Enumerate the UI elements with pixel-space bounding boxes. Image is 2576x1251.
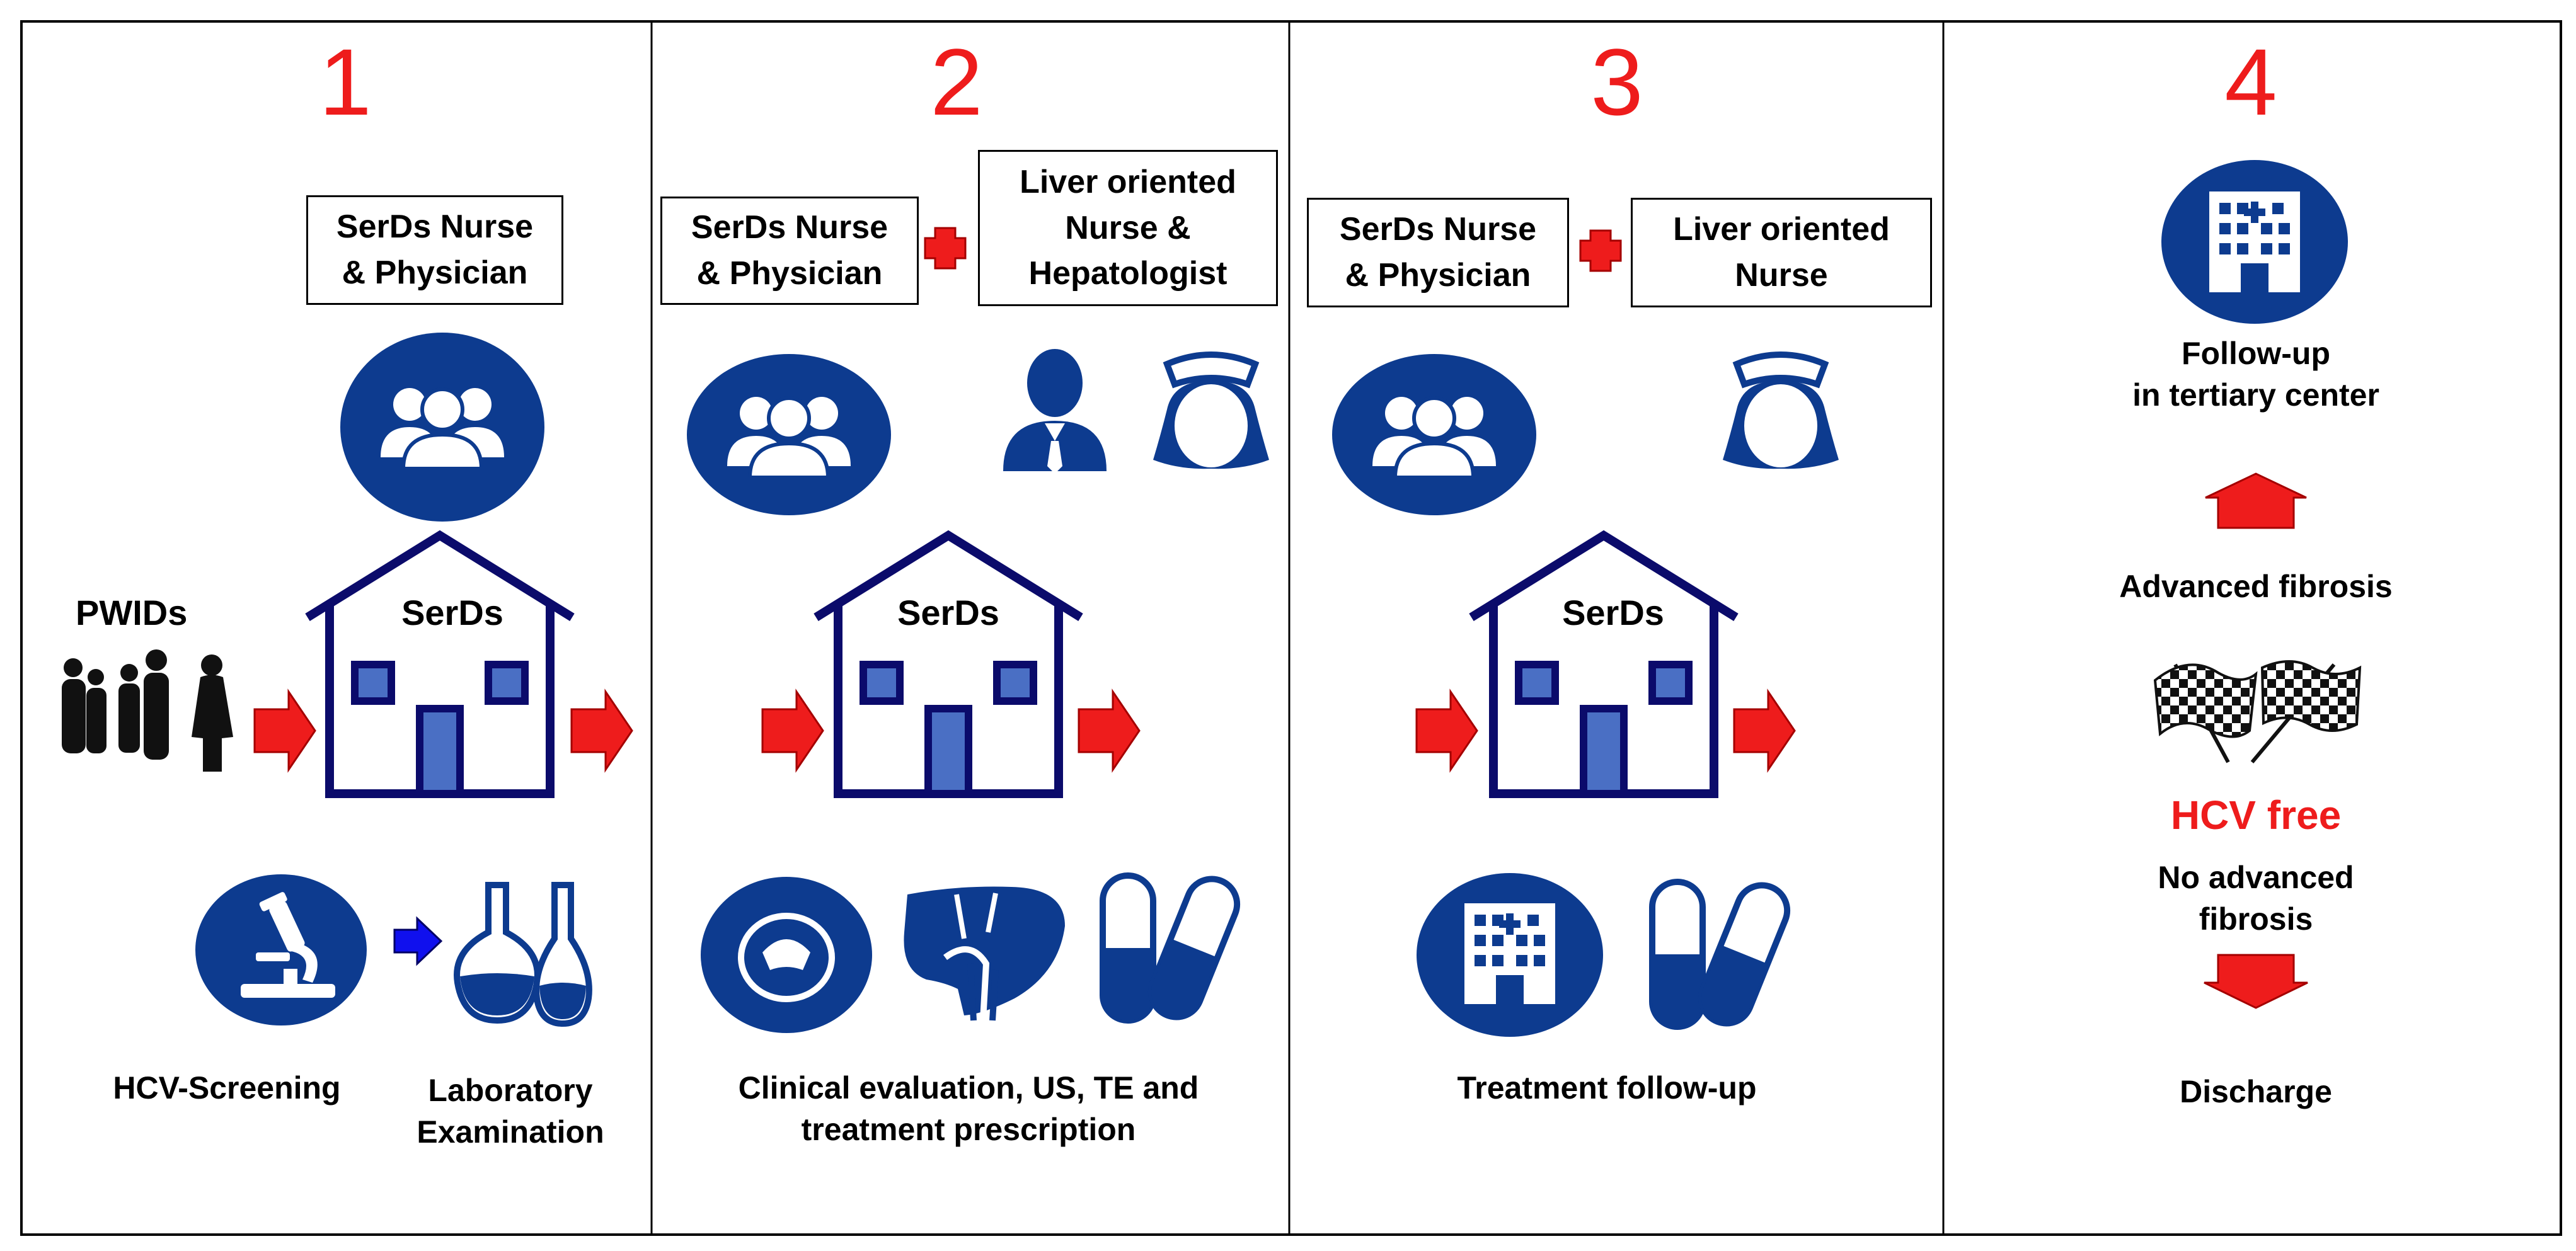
blue-arrow-icon (393, 916, 443, 966)
hospital-icon (1417, 873, 1603, 1037)
group-icon (1332, 354, 1536, 515)
house-label: SerDs (401, 593, 503, 632)
no-advanced-fibrosis-label: No advanced fibrosis (2158, 860, 2354, 937)
roles-box: SerDs Nurse & Physician (306, 195, 563, 305)
discharge-label: Discharge (2180, 1074, 2332, 1109)
house-icon (816, 535, 1081, 794)
red-arrow-icon (1415, 690, 1478, 771)
laboratory-label: Laboratory Examination (417, 1073, 604, 1150)
pills-icon (1103, 871, 1245, 1024)
house-icon (1471, 535, 1736, 794)
nurse-icon (1153, 355, 1269, 469)
hcv-free-label: HCV free (2170, 792, 2342, 838)
red-arrow-icon (1078, 690, 1141, 771)
house-label: SerDs (897, 593, 999, 632)
step-number: 2 (930, 29, 983, 135)
roles-box: SerDs Nurse & Physician (1307, 198, 1569, 307)
group-icon (340, 333, 544, 522)
step-number: 4 (2224, 29, 2277, 135)
red-plus-icon (924, 227, 967, 270)
outer-frame (20, 20, 2562, 1236)
house-label: SerDs (1562, 593, 1664, 632)
checkered-flags-icon (2153, 660, 2362, 763)
advanced-fibrosis-label: Advanced fibrosis (2119, 569, 2393, 604)
microscope-icon (195, 874, 367, 1025)
red-arrow-icon (761, 690, 824, 771)
nurse-icon (1723, 355, 1839, 469)
step-number: 1 (319, 29, 372, 135)
red-arrow-icon (253, 690, 316, 771)
red-arrow-icon (1733, 690, 1796, 771)
population-label: PWIDs (76, 593, 188, 632)
lab-flasks-icon (454, 882, 592, 1027)
red-plus-icon (1579, 229, 1622, 272)
down-arrow-icon (2204, 954, 2308, 1009)
group-icon (687, 354, 891, 515)
doctor-icon (1003, 349, 1107, 474)
liver-icon (904, 886, 1065, 1021)
house-icon (308, 535, 572, 794)
treatment-followup-label: Treatment follow-up (1457, 1070, 1757, 1105)
clinical-evaluation-label: Clinical evaluation, US, TE and treatmen… (738, 1070, 1199, 1147)
hospital-icon (2161, 160, 2348, 324)
ultrasound-icon (701, 877, 872, 1033)
up-arrow-icon (2205, 472, 2307, 529)
pills-icon (1652, 877, 1795, 1031)
step-number: 3 (1590, 29, 1643, 135)
red-arrow-icon (570, 690, 633, 771)
screening-label: HCV-Screening (113, 1070, 341, 1105)
roles-box: SerDs Nurse & Physician (660, 197, 919, 305)
roles-box-liver: Liver oriented Nurse (1631, 198, 1932, 307)
roles-box-liver: Liver oriented Nurse & Hepatologist (978, 150, 1278, 306)
people-silhouettes-icon (62, 649, 233, 772)
followup-label: Follow-up in tertiary center (2132, 336, 2379, 413)
